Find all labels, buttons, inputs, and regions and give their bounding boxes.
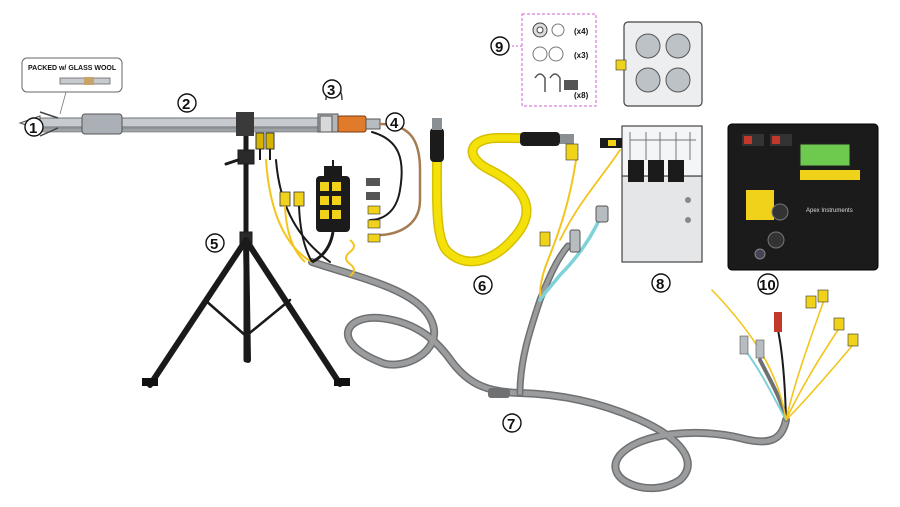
callout-1: 1 [29,120,37,137]
breakout-connectors [739,289,859,359]
impinger-case [600,125,703,263]
column-lines [538,149,621,302]
heated-sample-line [431,132,557,267]
callout-6: 6 [478,278,486,295]
umbilical-breakout [711,289,853,422]
impinger-top-view [615,21,703,107]
sample-line-connectors [366,178,381,243]
hardware-kit: (x4) (x3) (x8) [512,13,597,107]
meter-console: Apex Instruments [727,123,879,271]
clips-qty: (x8) [574,91,589,100]
glass-wool-note: PACKED w/ GLASS WOOL [28,65,117,72]
sampling-probe [18,111,339,137]
heated-filter-fitting [319,85,381,133]
callout-8: 8 [656,276,664,293]
callout-5: 5 [210,236,218,253]
tc-junction-box [311,160,355,277]
sample-line-ends [430,118,574,162]
probe-lines [265,122,422,263]
callouts: 1 2 3 4 5 6 7 8 9 10 [24,36,779,433]
column-connectors [539,143,609,253]
console-brand: Apex Instruments [806,208,853,214]
tripod-stand [142,117,350,388]
rings-qty: (x3) [574,51,589,60]
callout-7: 7 [507,416,515,433]
callout-10: 10 [759,277,776,294]
washers-qty: (x4) [574,27,589,36]
probe-connectors [255,132,275,160]
callout-9: 9 [495,39,503,56]
callout-3: 3 [327,82,335,99]
callout-2: 2 [182,96,190,113]
glass-wool-inset: PACKED w/ GLASS WOOL [21,57,123,115]
loose-tc-connectors [279,191,313,263]
callout-4: 4 [390,115,399,132]
umbilical-cord [308,242,790,493]
